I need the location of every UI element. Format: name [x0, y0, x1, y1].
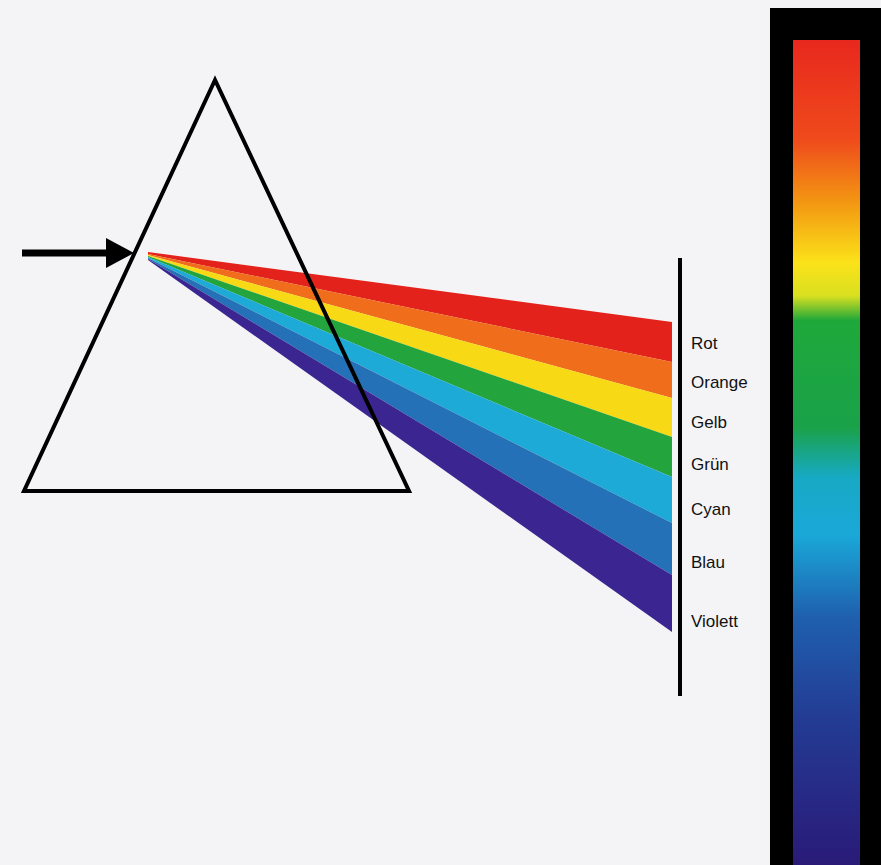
color-label: Cyan	[691, 501, 731, 518]
color-label: Gelb	[691, 414, 727, 431]
color-label: Blau	[691, 554, 725, 571]
color-label: Grün	[691, 456, 729, 473]
color-label: Violett	[691, 613, 738, 630]
color-label: Orange	[691, 374, 748, 391]
color-label: Rot	[691, 335, 717, 352]
